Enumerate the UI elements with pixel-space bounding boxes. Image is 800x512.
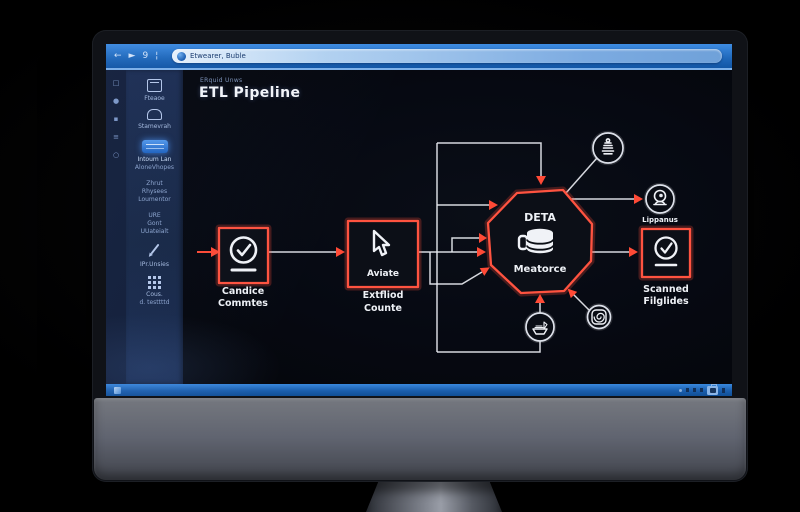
sidebar-item-label: IPr.Unsies [140,261,169,268]
node-label: Filglides [643,296,689,307]
sidebar-line: UUateialt [140,228,169,235]
sidebar: Fteaoe Stamevrah Intoum Lan AloneVhopes … [126,70,183,384]
node-swirl[interactable] [585,303,613,331]
sidebar-item-streams[interactable]: Stamevrah [126,109,183,130]
tray-icon[interactable] [700,388,703,392]
breadcrumb: ERquid Unws [200,77,243,84]
node-output[interactable]: Scanned Filglides [638,225,694,307]
sidebar-item-label: Fteaoe [144,95,165,102]
sidebar-item-group-1[interactable]: Zhrut Rhysees Loumentor [126,180,183,204]
hub-title: DETA [524,211,556,224]
sidebar-line: Zhrut [146,180,163,187]
page-title: ETL Pipeline [199,85,301,101]
node-boat[interactable] [523,310,557,344]
sidebar-item-label: Intoum Lan [137,156,172,163]
database-icon [517,228,554,254]
back-icon[interactable]: ← [114,51,122,61]
node-validate[interactable]: Candice Commtes [215,224,272,309]
forward-icon[interactable]: ► [128,51,136,61]
hand-icon [147,109,162,120]
sidebar-item-sublabel: d. testtttd [139,299,170,306]
sidebar-line: Loumentor [138,196,171,203]
diagram-canvas: ERquid Unws ETL Pipeline [183,70,732,384]
node-tower[interactable] [590,130,626,166]
nav-count-icon[interactable]: 9 [142,51,149,61]
rail-square-icon[interactable]: ▪ [113,115,119,123]
globe-icon [177,51,186,61]
node-label: Lippanus [642,216,678,224]
sidebar-item-group-2[interactable]: URE Gont UUateialt [126,212,183,236]
tray-icon[interactable] [693,388,696,392]
icon-rail: □ ● ▪ ≡ ○ [106,70,126,384]
sidebar-item-pages[interactable]: Fteaoe [126,79,183,102]
node-label: Candice [222,286,264,297]
layers-icon [141,140,168,153]
top-bar: ← ► 9 ¦ Etwearer, Buble [106,44,732,70]
address-text: Etwearer, Buble [190,52,246,60]
monitor-chin [94,398,746,480]
sidebar-line: URE [148,212,161,219]
node-data-hub[interactable]: DETA Meatorce [484,186,596,297]
node-label: Commtes [218,298,268,309]
node-label: Counte [364,303,402,314]
screen: ← ► 9 ¦ Etwearer, Buble □ ● ▪ ≡ ○ Fteaoe [106,44,732,396]
node-label: Scanned [643,284,689,295]
hub-subtitle: Meatorce [514,264,567,275]
boat-icon [532,321,548,335]
start-icon[interactable] [114,386,121,394]
cursor-icon [372,229,391,257]
rail-dot-icon[interactable]: ● [112,97,120,105]
robot-icon [653,189,667,206]
tray-icon[interactable] [686,388,689,392]
briefcase-icon[interactable] [707,383,718,395]
pen-icon [150,243,159,255]
sidebar-item-apps[interactable]: Cous. d. testtttd [126,275,183,306]
grid-icon [147,276,151,279]
sidebar-item-active[interactable]: Intoum Lan AloneVhopes [126,140,183,171]
check-circle-icon [654,236,678,267]
swirl-icon [591,309,607,325]
nav-divider-icon: ¦ [155,51,159,61]
sidebar-line: Rhysees [141,188,168,195]
monitor-frame: ← ► 9 ¦ Etwearer, Buble □ ● ▪ ≡ ○ Fteaoe [92,30,748,482]
sidebar-item-label: Stamevrah [138,123,171,130]
node-inner-label: Aviate [367,269,399,279]
node-label: Extfliod [363,290,404,301]
tray-search-icon[interactable] [679,388,682,392]
node-extract[interactable]: Aviate Extfliod Counte [344,217,422,314]
sidebar-line: Gont [147,220,162,227]
rail-window-icon[interactable]: □ [112,79,120,87]
system-tray [679,383,725,395]
node-robot[interactable]: Lippanus [642,182,678,224]
rail-list-icon[interactable]: ≡ [113,133,119,141]
arrowheads [211,176,643,303]
tray-icon[interactable] [722,387,725,393]
sidebar-item-sublabel: AloneVhopes [134,164,175,171]
check-circle-icon [229,236,258,272]
connector-lines [197,142,634,353]
sidebar-item-editor[interactable]: IPr.Unsies [126,243,183,268]
tower-icon [601,138,615,155]
address-bar[interactable]: Etwearer, Buble [172,49,722,63]
pipeline-diagram: Candice Commtes Aviate Extfliod Counte [197,130,694,353]
window-icon [147,79,162,92]
nav-icons: ← ► 9 ¦ [114,49,158,63]
taskbar [106,383,732,396]
monitor-stand [366,482,502,512]
sidebar-item-label: Cous. [146,291,163,298]
rail-circle-icon[interactable]: ○ [112,151,120,159]
